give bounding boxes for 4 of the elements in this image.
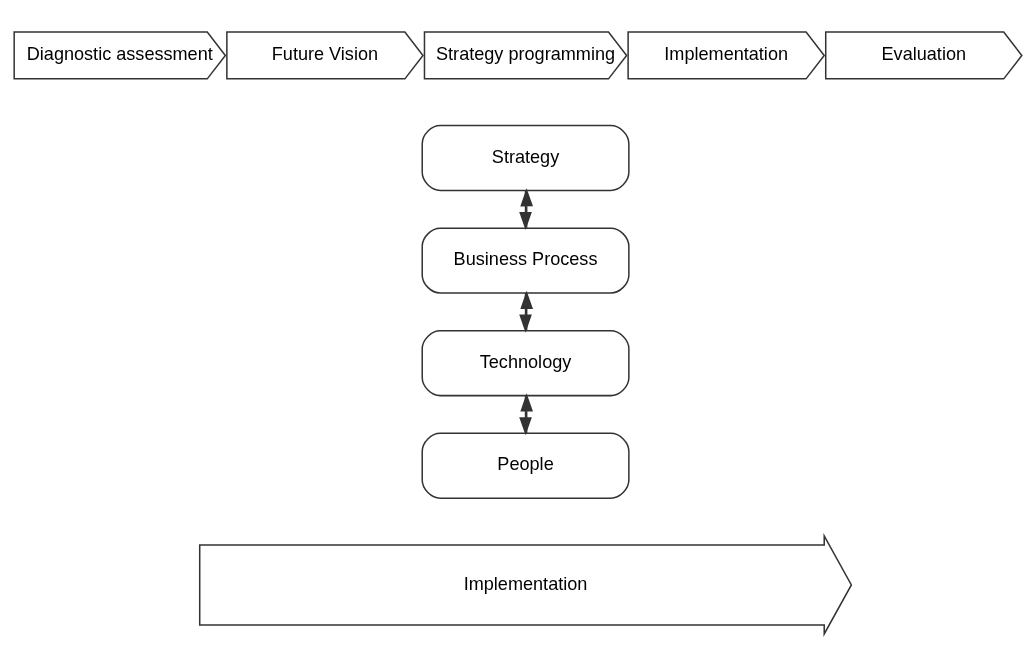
node-box: People <box>421 432 630 499</box>
node-box: Technology <box>421 329 630 396</box>
node-box: Business Process <box>421 226 630 294</box>
node-box: Strategy <box>421 124 630 191</box>
